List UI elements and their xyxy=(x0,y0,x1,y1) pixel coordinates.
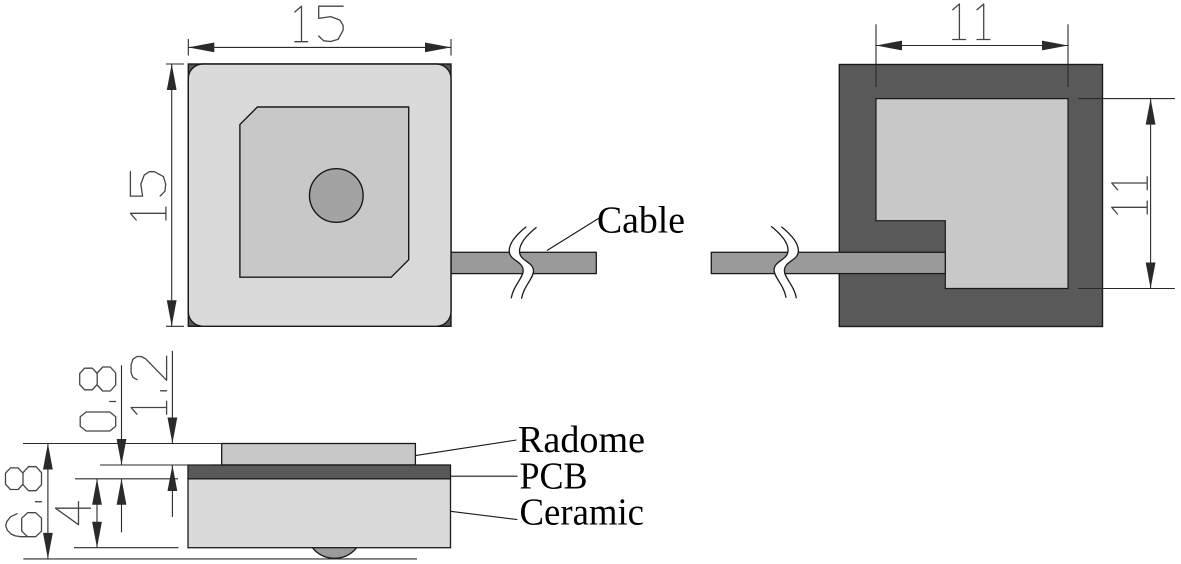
svg-text:Cable: Cable xyxy=(597,199,685,241)
svg-text:PCB: PCB xyxy=(520,456,588,498)
svg-text:Ceramic: Ceramic xyxy=(520,491,645,533)
svg-text:Radome: Radome xyxy=(518,419,645,461)
